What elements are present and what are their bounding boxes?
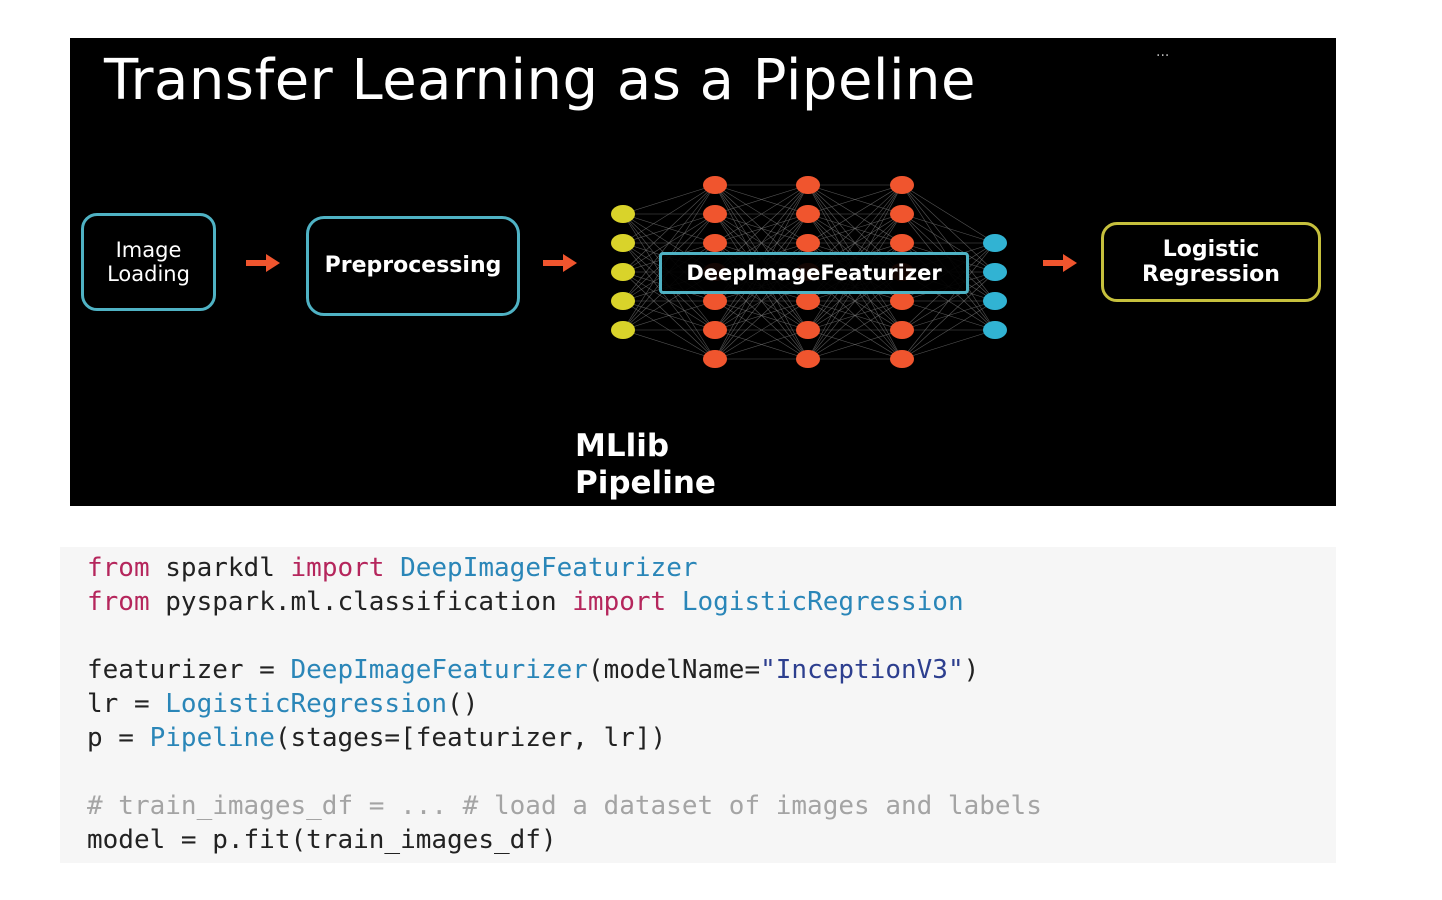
input-node bbox=[611, 292, 635, 310]
input-node bbox=[611, 321, 635, 339]
output-node bbox=[983, 234, 1007, 252]
class-name: DeepImageFeaturizer bbox=[290, 655, 588, 685]
network-edge bbox=[807, 329, 903, 360]
arrow-right-icon bbox=[543, 254, 577, 272]
pipeline-arrows bbox=[246, 254, 1077, 272]
network-edge bbox=[807, 184, 903, 215]
hidden-node bbox=[890, 176, 914, 194]
code-line: # train_images_df = ... # load a dataset… bbox=[87, 789, 1042, 823]
slide-title: Transfer Learning as a Pipeline bbox=[104, 48, 976, 113]
network-edge bbox=[901, 329, 996, 360]
code-line: model = p.fit(train_images_df) bbox=[87, 823, 1042, 857]
stage-logistic-regression: Logistic Regression bbox=[1101, 222, 1321, 302]
mllib-pipeline-label: MLlib Pipeline bbox=[575, 428, 795, 502]
code-line: p = Pipeline(stages=[featurizer, lr]) bbox=[87, 721, 1042, 755]
code-text: p = bbox=[87, 723, 150, 753]
code-comment: # train_images_df = ... # load a dataset… bbox=[87, 791, 1042, 821]
network-edge bbox=[714, 329, 809, 360]
class-name: LogisticRegression bbox=[165, 689, 448, 719]
arrow-right-icon bbox=[246, 254, 280, 272]
input-node bbox=[611, 263, 635, 281]
hidden-node bbox=[890, 350, 914, 368]
hidden-node bbox=[703, 321, 727, 339]
mllib-label-line2: Pipeline bbox=[575, 465, 716, 501]
hidden-node bbox=[703, 234, 727, 252]
hidden-node bbox=[796, 321, 820, 339]
input-node bbox=[611, 234, 635, 252]
output-node bbox=[983, 263, 1007, 281]
hidden-node bbox=[890, 321, 914, 339]
network-edge bbox=[714, 300, 809, 360]
code-lines: from sparkdl import DeepImageFeaturizer … bbox=[87, 551, 1042, 857]
code-text: featurizer = bbox=[87, 655, 291, 685]
hidden-node bbox=[796, 176, 820, 194]
hidden-node bbox=[890, 234, 914, 252]
network-edge bbox=[622, 329, 716, 360]
hidden-node bbox=[703, 176, 727, 194]
network-edge bbox=[807, 300, 903, 360]
stage-preprocessing: Preprocessing bbox=[306, 216, 520, 316]
code-text: (modelName= bbox=[587, 655, 761, 685]
code-text: ) bbox=[963, 655, 980, 685]
keyword: import bbox=[572, 587, 667, 617]
module-name: pyspark.ml.classification bbox=[149, 587, 573, 617]
network-edge bbox=[901, 213, 996, 244]
keyword: from bbox=[87, 587, 150, 617]
output-node bbox=[983, 321, 1007, 339]
network-edge bbox=[714, 184, 809, 244]
stage-label: DeepImageFeaturizer bbox=[686, 261, 942, 285]
class-name: LogisticRegression bbox=[666, 587, 964, 617]
output-node bbox=[983, 292, 1007, 310]
string-literal: "InceptionV3" bbox=[760, 655, 964, 685]
keyword: from bbox=[87, 553, 150, 583]
network-edge bbox=[622, 300, 716, 331]
stage-deep-image-featurizer: DeepImageFeaturizer bbox=[659, 252, 969, 294]
input-node bbox=[611, 205, 635, 223]
network-edge bbox=[901, 184, 996, 244]
hidden-node bbox=[890, 205, 914, 223]
network-edge bbox=[807, 184, 903, 244]
code-blank-line bbox=[87, 755, 1042, 789]
hidden-node bbox=[890, 292, 914, 310]
code-line: from pyspark.ml.classification import Lo… bbox=[87, 585, 1042, 619]
hidden-node bbox=[703, 350, 727, 368]
hidden-node bbox=[796, 350, 820, 368]
network-edge bbox=[901, 242, 996, 360]
class-name: DeepImageFeaturizer bbox=[384, 553, 698, 583]
more-icon: ... bbox=[1156, 44, 1170, 60]
code-text: model = p.fit(train_images_df) bbox=[87, 825, 557, 855]
code-blank-line bbox=[87, 619, 1042, 653]
stage-label: Preprocessing bbox=[324, 253, 502, 279]
stage-label: Logistic Regression bbox=[1142, 236, 1280, 287]
slide: Transfer Learning as a Pipeline ... Imag… bbox=[70, 38, 1336, 506]
network-edge bbox=[901, 271, 996, 360]
stage-label: Image Loading bbox=[107, 237, 190, 286]
code-text: (stages=[featurizer, lr]) bbox=[274, 723, 667, 753]
hidden-node bbox=[796, 234, 820, 252]
code-line: lr = LogisticRegression() bbox=[87, 687, 1042, 721]
hidden-node bbox=[796, 292, 820, 310]
network-edge bbox=[622, 184, 716, 244]
code-line: featurizer = DeepImageFeaturizer(modelNa… bbox=[87, 653, 1042, 687]
network-edge bbox=[714, 184, 809, 215]
network-edge bbox=[622, 184, 716, 302]
hidden-node bbox=[796, 205, 820, 223]
network-edge bbox=[622, 184, 716, 273]
module-name: sparkdl bbox=[149, 553, 291, 583]
hidden-node bbox=[703, 292, 727, 310]
code-line: from sparkdl import DeepImageFeaturizer bbox=[87, 551, 1042, 585]
class-name: Pipeline bbox=[149, 723, 275, 753]
network-edge bbox=[901, 300, 996, 360]
code-text: lr = bbox=[87, 689, 166, 719]
hidden-node bbox=[703, 205, 727, 223]
mllib-label-line1: MLlib bbox=[575, 428, 670, 464]
stage-image-loading: Image Loading bbox=[81, 213, 216, 311]
code-block: from sparkdl import DeepImageFeaturizer … bbox=[60, 547, 1336, 863]
network-edge bbox=[622, 184, 716, 215]
keyword: import bbox=[290, 553, 385, 583]
arrow-right-icon bbox=[1043, 254, 1077, 272]
code-text: () bbox=[447, 689, 479, 719]
